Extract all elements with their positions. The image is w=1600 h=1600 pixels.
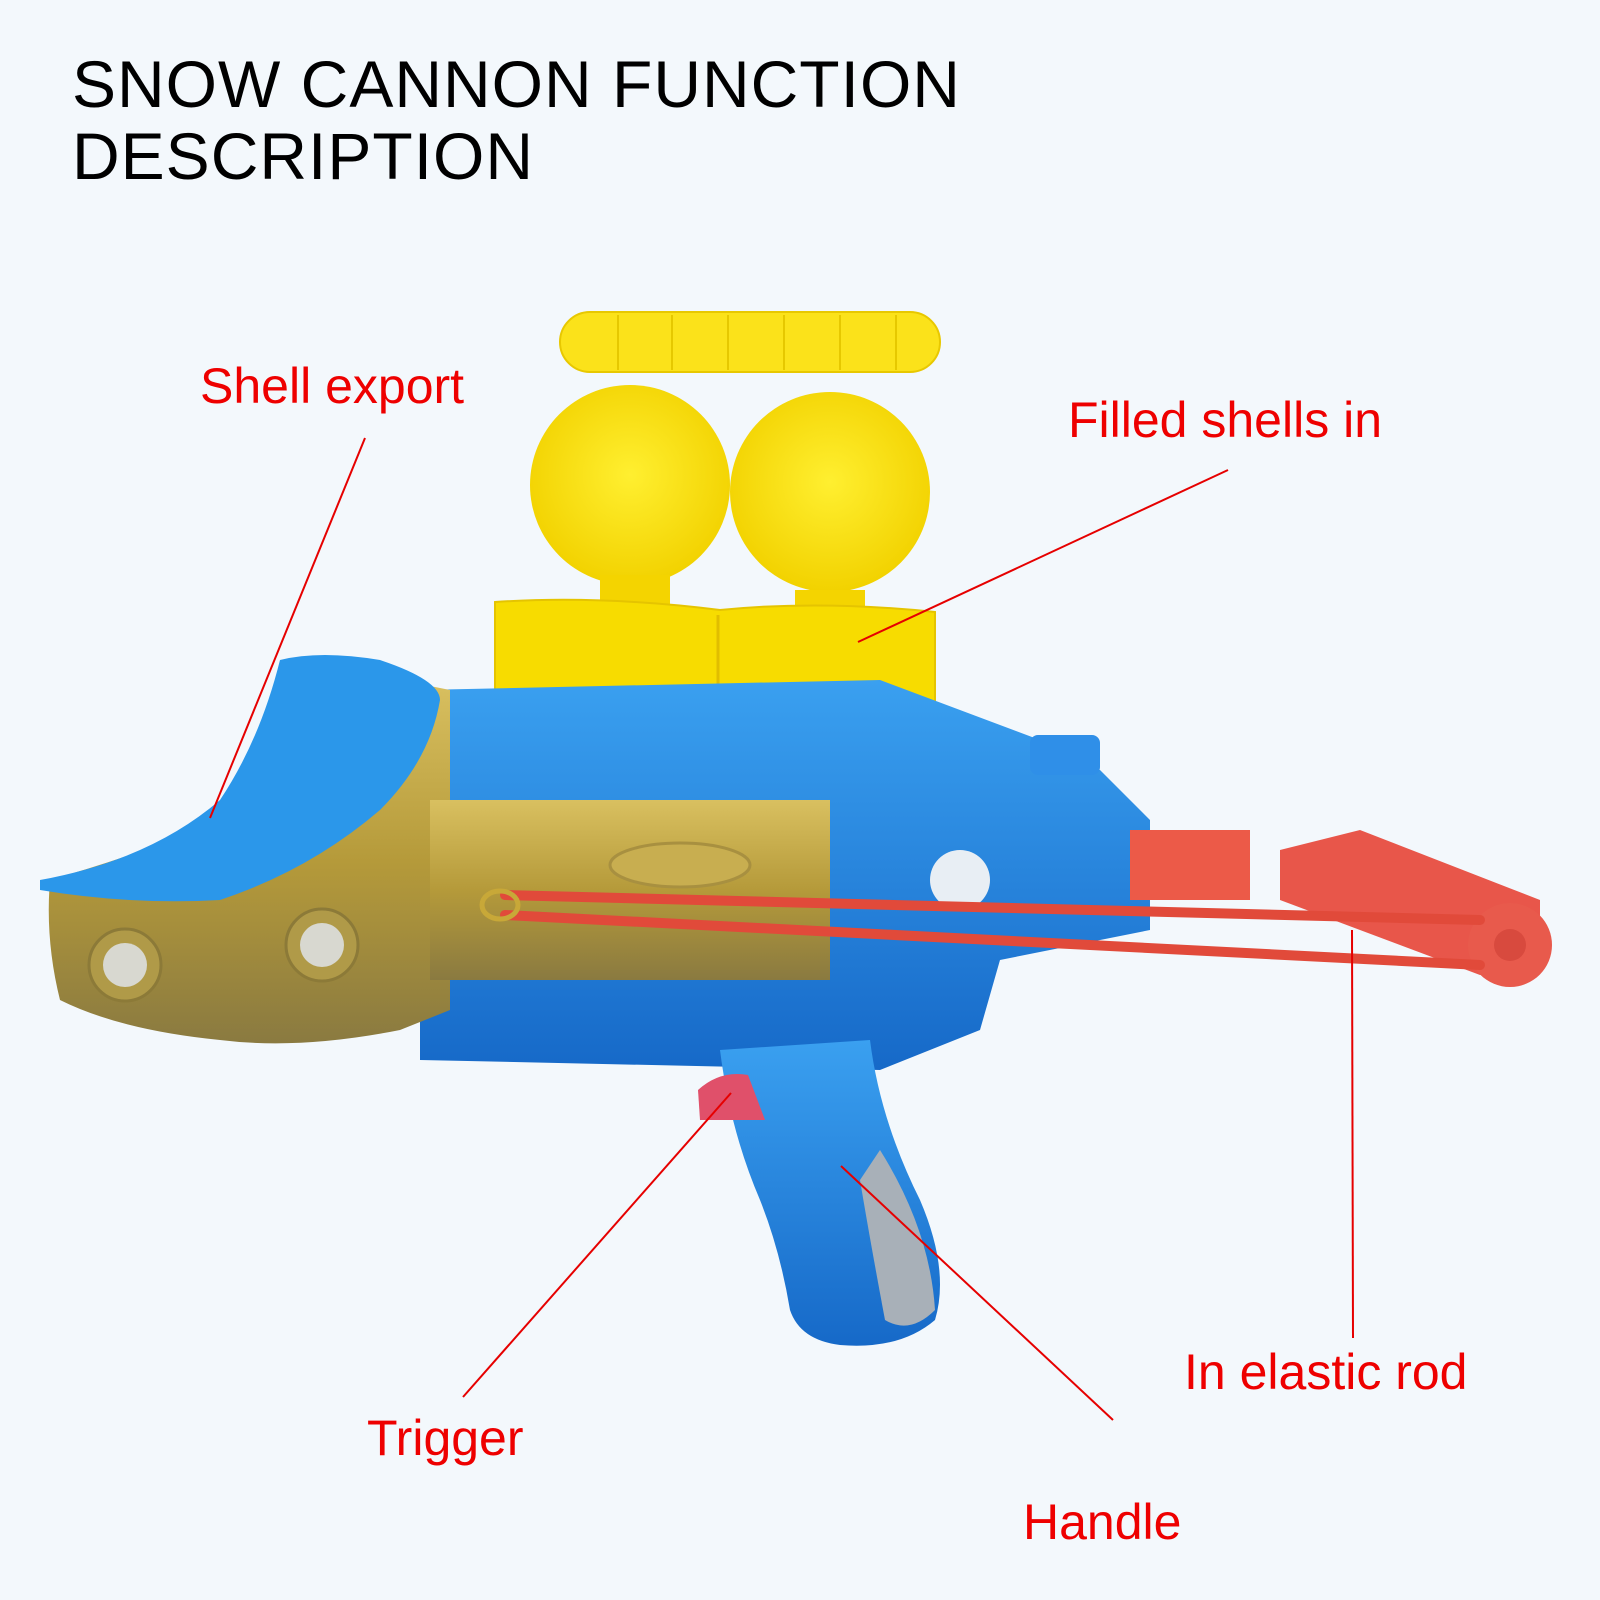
elastic-rod-assembly [479,830,1552,987]
pointer-trigger [462,1092,732,1398]
cannon-body [420,680,1150,1346]
label-handle: Handle [1023,1494,1182,1550]
title-line-1: SNOW CANNON FUNCTION [72,47,961,121]
pointer-elastic-rod [1351,929,1354,1339]
pointer-shell-export [209,437,366,819]
trigger [698,1074,765,1120]
page-title: SNOW CANNON FUNCTION DESCRIPTION [72,48,961,192]
label-trigger: Trigger [367,1410,524,1466]
pointer-filled-shells [857,469,1229,643]
pointer-lines [209,437,1354,1421]
barrel [40,655,990,1044]
label-shell-export: Shell export [200,358,465,414]
title-line-2: DESCRIPTION [72,119,535,193]
label-in-elastic-rod: In elastic rod [1184,1344,1468,1400]
shell-export-chute [40,655,440,902]
label-filled-shells-in: Filled shells in [1068,392,1383,448]
pointer-handle [840,1165,1114,1421]
